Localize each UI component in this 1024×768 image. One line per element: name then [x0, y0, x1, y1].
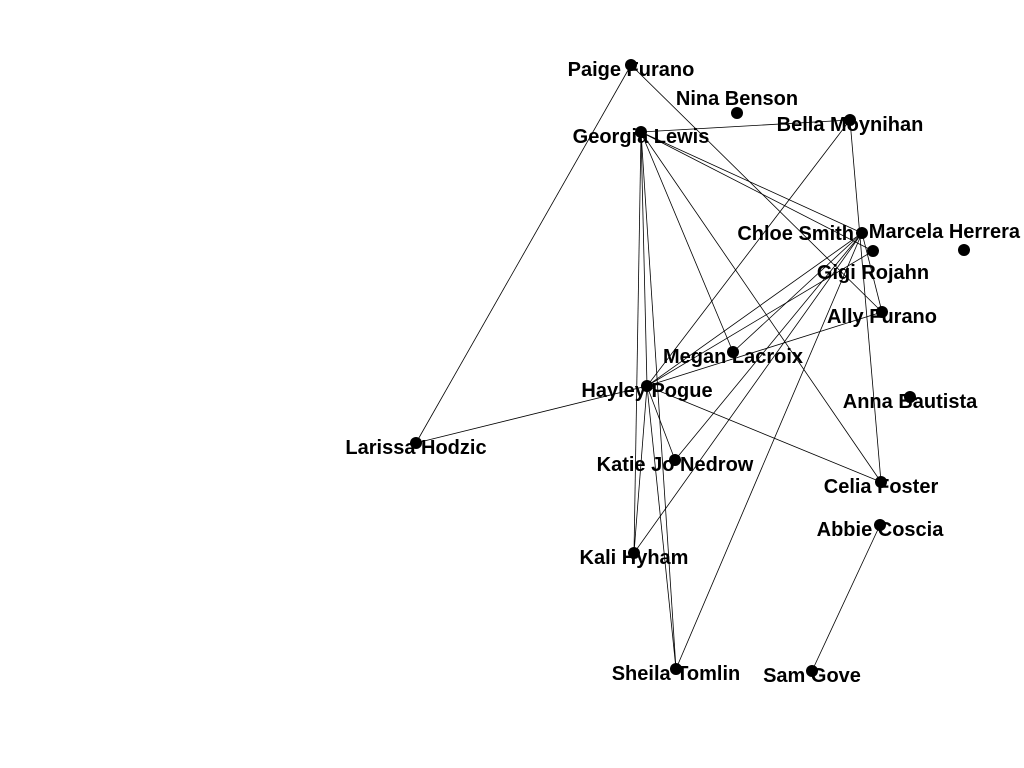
edges-layer: [415, 64, 883, 672]
node-ally[interactable]: Ally Furano: [827, 306, 937, 328]
edge-hayley-celia: [646, 385, 882, 483]
node-label: Gigi Rojahn: [817, 262, 929, 284]
node-dot[interactable]: [727, 346, 739, 358]
node-label: Sheila Tomlin: [612, 663, 741, 685]
edge-hayley-larissa: [415, 385, 648, 444]
node-label: Larissa Hodzic: [345, 437, 486, 459]
node-chloe[interactable]: Chloe Smith: [737, 223, 868, 245]
node-dot[interactable]: [958, 244, 970, 256]
node-dot[interactable]: [806, 665, 818, 677]
node-label: Ally Furano: [827, 306, 937, 328]
node-dot[interactable]: [731, 107, 743, 119]
node-label: Megan Lacroix: [663, 346, 803, 368]
edge-chloe-megan: [732, 232, 863, 353]
node-label: Sam Gove: [763, 665, 861, 687]
edge-chloe-hayley: [646, 232, 863, 387]
edge-bella-hayley: [646, 119, 851, 387]
node-megan[interactable]: Megan Lacroix: [663, 346, 803, 368]
node-hayley[interactable]: Hayley Pogue: [581, 380, 713, 402]
node-dot[interactable]: [635, 126, 647, 138]
edge-gigi-hayley: [646, 250, 874, 387]
node-marcela[interactable]: Marcela Herrera: [869, 221, 1021, 256]
node-label: Katie Jo Nedrow: [597, 454, 754, 476]
node-georgia[interactable]: Georgia Lewis: [573, 126, 710, 148]
edge-chloe-katie: [674, 232, 863, 461]
node-larissa[interactable]: Larissa Hodzic: [345, 437, 487, 459]
node-dot[interactable]: [670, 663, 682, 675]
node-label: Celia Foster: [824, 476, 939, 498]
edge-georgia-megan: [640, 131, 734, 353]
node-label: Abbie Coscia: [817, 519, 945, 541]
node-dot[interactable]: [856, 227, 868, 239]
edge-georgia-gigi: [640, 131, 874, 252]
node-dot[interactable]: [669, 454, 681, 466]
edge-chloe-ally: [861, 232, 883, 313]
edge-chloe-kali: [633, 232, 863, 554]
edge-ally-hayley: [646, 311, 883, 387]
node-label: Hayley Pogue: [581, 380, 712, 402]
node-gigi[interactable]: Gigi Rojahn: [817, 245, 929, 284]
node-dot[interactable]: [904, 391, 916, 403]
node-label: Paige Furano: [568, 59, 695, 81]
edge-chloe-sheila: [675, 232, 863, 670]
edge-paige-larissa: [415, 64, 632, 444]
edge-hayley-katie: [646, 385, 676, 461]
node-label: Bella Moynihan: [777, 114, 924, 136]
node-dot[interactable]: [628, 547, 640, 559]
node-celia[interactable]: Celia Foster: [824, 476, 939, 498]
edge-georgia-chloe: [640, 131, 863, 234]
node-label: Chloe Smith: [737, 223, 854, 245]
node-dot[interactable]: [874, 519, 886, 531]
node-label: Nina Benson: [676, 88, 798, 110]
edge-bella-celia: [849, 119, 882, 483]
edge-georgia-hayley: [640, 131, 648, 387]
node-dot[interactable]: [844, 114, 856, 126]
node-dot[interactable]: [410, 437, 422, 449]
node-sam[interactable]: Sam Gove: [763, 665, 861, 687]
edge-hayley-kali: [633, 385, 648, 554]
node-dot[interactable]: [876, 306, 888, 318]
node-nina[interactable]: Nina Benson: [676, 88, 798, 119]
node-label: Georgia Lewis: [573, 126, 710, 148]
node-dot[interactable]: [875, 476, 887, 488]
node-dot[interactable]: [641, 380, 653, 392]
edge-georgia-celia: [640, 131, 882, 483]
node-label: Anna Bautista: [843, 391, 978, 413]
edge-georgia-sheila: [640, 131, 677, 670]
node-anna[interactable]: Anna Bautista: [843, 391, 978, 413]
node-label: Kali Hyham: [580, 547, 689, 569]
edge-hayley-sheila: [646, 385, 677, 670]
node-paige[interactable]: Paige Furano: [568, 59, 695, 81]
node-dot[interactable]: [625, 59, 637, 71]
node-katie[interactable]: Katie Jo Nedrow: [597, 454, 754, 476]
edge-georgia-bella: [640, 119, 851, 133]
node-dot[interactable]: [867, 245, 879, 257]
node-sheila[interactable]: Sheila Tomlin: [612, 663, 741, 685]
node-kali[interactable]: Kali Hyham: [580, 547, 689, 569]
edge-georgia-kali: [633, 131, 642, 554]
node-bella[interactable]: Bella Moynihan: [777, 114, 924, 136]
node-label: Marcela Herrera: [869, 221, 1021, 243]
edge-abbie-sam: [811, 524, 881, 672]
node-abbie[interactable]: Abbie Coscia: [817, 519, 945, 541]
